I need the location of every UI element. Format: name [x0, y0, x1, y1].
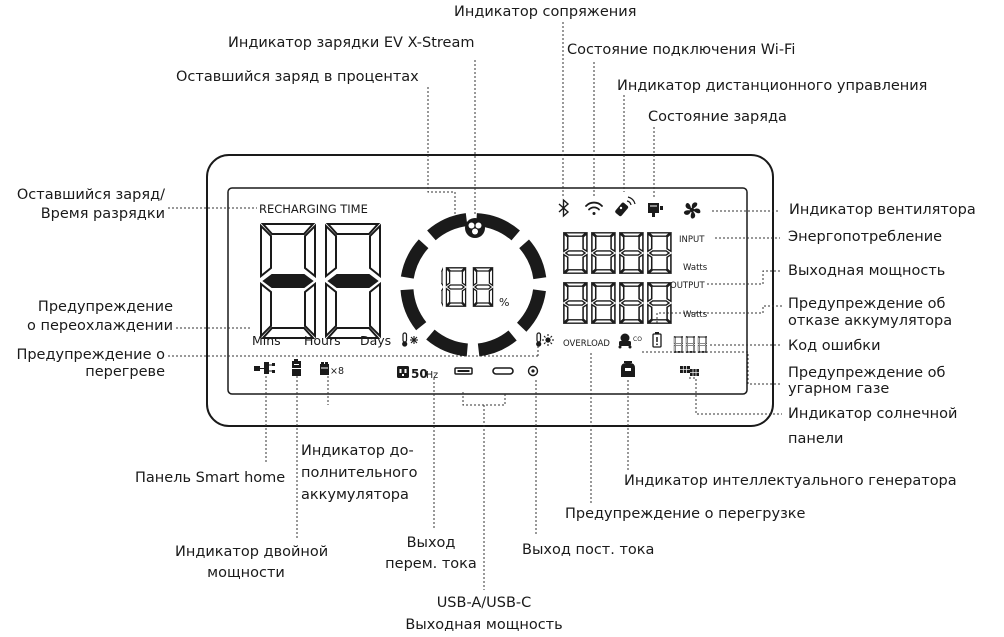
co-warning-icon — [618, 333, 632, 349]
dual-power-icon — [292, 359, 301, 376]
label-dual-power-2: мощности — [207, 565, 285, 581]
label-remaining-time-2: Время разрядки — [40, 206, 165, 222]
dc-port-icon — [527, 365, 539, 377]
time-digit-1 — [260, 223, 316, 339]
label-usb-1: USB-A/USB-C — [436, 595, 532, 611]
battery-fail-icon — [652, 332, 662, 348]
label-charge-state: Состояние заряда — [648, 109, 787, 125]
label-overcool-1: Предупреждение — [37, 299, 173, 315]
label-ac-output-2: перем. тока — [385, 556, 477, 572]
device-frame-outer — [206, 154, 774, 427]
percent-digit-1 — [440, 267, 444, 307]
recharging-time-text: RECHARGING TIME — [259, 202, 368, 216]
label-dc-output: Выход пост. тока — [522, 542, 655, 558]
ac-socket-icon — [397, 366, 409, 378]
percent-digit-2 — [445, 267, 467, 307]
label-error-code: Код ошибки — [788, 338, 881, 354]
label-remaining-time-1: Оставшийся заряд/ — [16, 187, 165, 203]
input-text: INPUT — [679, 235, 705, 245]
label-pairing: Индикатор сопряжения — [454, 4, 637, 20]
label-overheat-2: перегреве — [85, 364, 165, 380]
usb-c-icon — [492, 367, 514, 375]
label-extra-battery-3: аккумулятора — [301, 487, 409, 503]
output-text: OUTPUT — [670, 281, 705, 291]
usb-a-icon — [454, 367, 473, 375]
error-code-digits — [673, 336, 707, 353]
watts-top-text: Watts — [683, 263, 708, 273]
bluetooth-icon — [558, 198, 570, 218]
co-sup-text: CO — [633, 336, 642, 343]
label-co-warning-2: угарном газе — [788, 381, 890, 397]
ev-charging-icon — [465, 218, 485, 238]
hz-unit-text: Hz — [426, 370, 438, 381]
label-wifi: Состояние подключения Wi-Fi — [567, 42, 796, 58]
label-overcool-2: о переохлаждении — [27, 318, 173, 334]
cold-thermometer-icon — [402, 332, 418, 347]
output-digits — [563, 282, 672, 324]
input-digits — [563, 232, 672, 274]
label-ev-charging: Индикатор зарядки EV X-Stream — [228, 35, 475, 51]
label-dual-power-1: Индикатор двойной — [175, 544, 329, 560]
label-co-warning-1: Предупреждение об — [788, 365, 946, 381]
label-battery-fail-1: Предупреждение об — [788, 296, 946, 312]
percent-sign: % — [499, 296, 509, 309]
label-output-power: Выходная мощность — [788, 263, 946, 279]
days-text: Days — [360, 333, 391, 348]
mins-text: Mins — [252, 333, 281, 348]
label-overload: Предупреждение о перегрузке — [565, 506, 806, 522]
leader-lines — [168, 22, 782, 590]
label-fan: Индикатор вентилятора — [789, 202, 976, 218]
wifi-icon — [585, 201, 603, 215]
label-solar-1: Индикатор солнечной — [788, 406, 958, 422]
label-power-consumption: Энергопотребление — [788, 229, 943, 245]
label-solar-2: панели — [788, 431, 844, 447]
label-ac-output-1: Выход — [406, 535, 456, 551]
smart-home-icon — [254, 362, 275, 374]
label-smart-generator: Индикатор интеллектуального генератора — [624, 473, 957, 489]
percent-digit-3 — [472, 267, 494, 307]
charge-state-icon — [648, 203, 663, 217]
label-extra-battery-2: полнительного — [301, 465, 418, 481]
hours-text: Hours — [304, 333, 341, 348]
hot-thermometer-icon — [536, 332, 554, 347]
battery-ring — [400, 213, 547, 357]
remote-control-icon — [615, 196, 636, 217]
label-smart-home: Панель Smart home — [135, 470, 286, 486]
smart-generator-icon — [621, 361, 635, 377]
fan-icon — [683, 202, 701, 219]
device-frame-inner — [227, 187, 748, 395]
watts-bottom-text: Watts — [683, 310, 708, 320]
label-remote-control: Индикатор дистанционного управления — [617, 78, 928, 94]
extra-battery-count-text: ×8 — [330, 366, 344, 377]
time-digit-2 — [325, 223, 381, 339]
extra-battery-icon — [320, 362, 329, 375]
percent-digits — [440, 267, 494, 307]
label-remaining-percent: Оставшийся заряд в процентах — [176, 69, 419, 85]
label-overheat-1: Предупреждение о — [16, 347, 165, 363]
hz-value-text: 50 — [411, 367, 428, 381]
label-usb-2: Выходная мощность — [405, 617, 563, 633]
overload-text: OVERLOAD — [563, 339, 610, 349]
label-extra-battery-1: Индикатор до- — [301, 443, 414, 459]
label-battery-fail-2: отказе аккумулятора — [788, 313, 953, 329]
solar-panel-icon — [680, 366, 699, 376]
remaining-time-digits — [260, 223, 381, 339]
